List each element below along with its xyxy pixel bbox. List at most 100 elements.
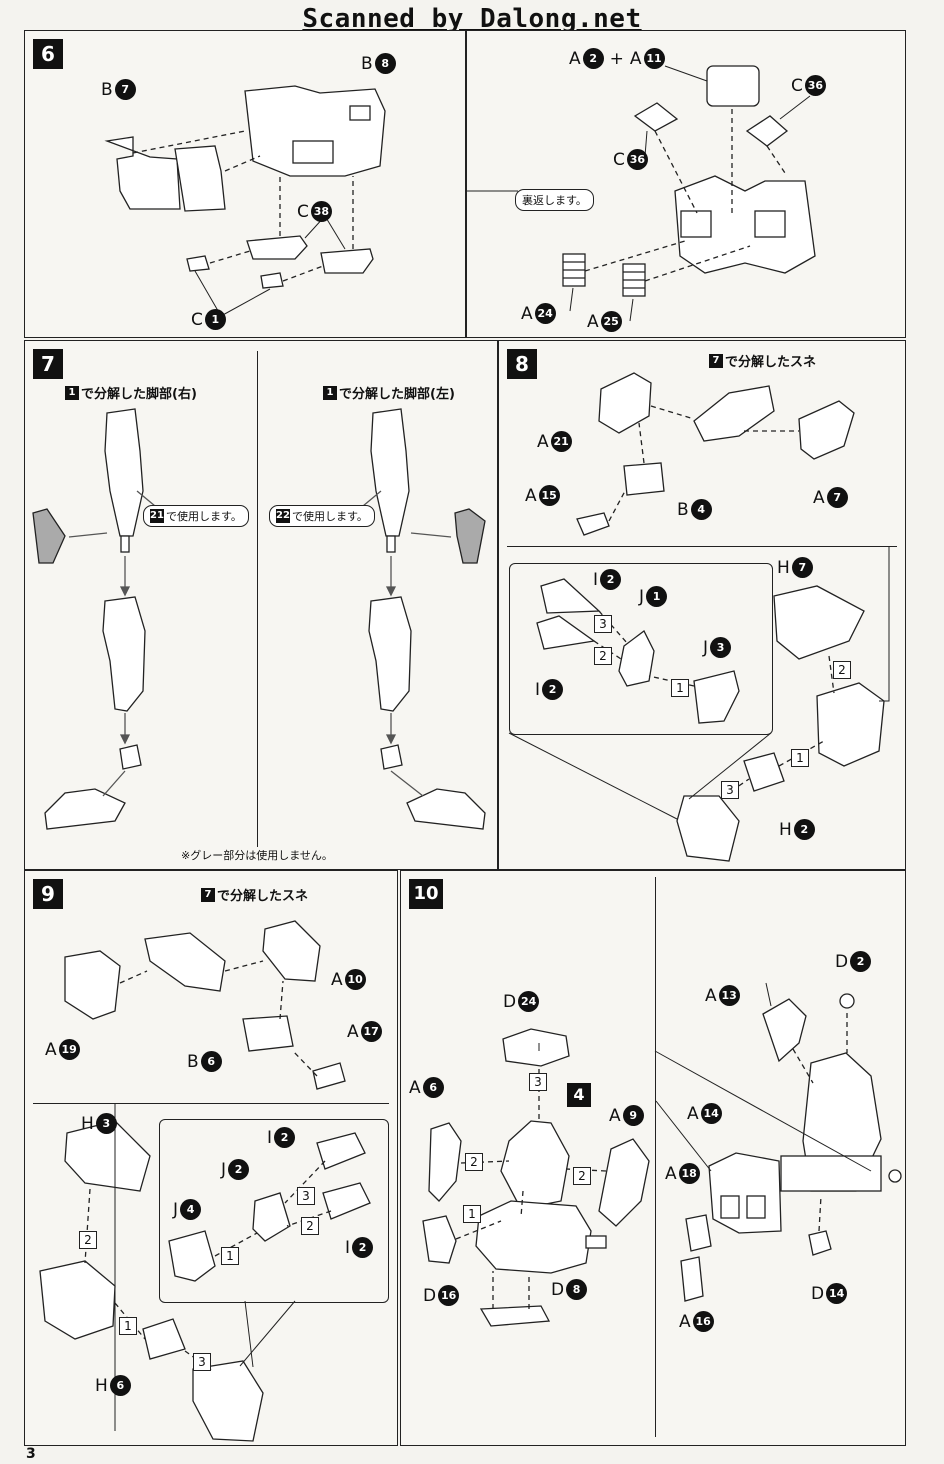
left-leg-gray-part xyxy=(454,508,486,564)
order-1-a: 1 xyxy=(221,1247,239,1265)
part-final-box xyxy=(192,1360,264,1442)
step-7-number: 7 xyxy=(33,349,63,379)
part-h7 xyxy=(773,585,865,660)
part-a18 xyxy=(685,1214,712,1252)
part-c1-right xyxy=(260,272,284,289)
order-1-a: 1 xyxy=(671,679,689,697)
part-a14 xyxy=(708,1152,782,1234)
sub-step-4-marker: 4 xyxy=(567,1083,591,1107)
part-a11 xyxy=(706,65,760,107)
step-9-parts-drawing xyxy=(39,920,371,1442)
part-d16 xyxy=(422,1215,457,1264)
part-final-box xyxy=(676,795,740,862)
step-10-divider xyxy=(655,877,657,1437)
left-foot xyxy=(406,788,486,830)
step-9-panel: 9 xyxy=(24,870,398,1446)
step-8-detail-inset xyxy=(509,563,773,735)
part-a16 xyxy=(680,1256,704,1302)
part-a15 xyxy=(576,512,610,536)
part-a6 xyxy=(428,1122,462,1202)
order-2-left: 2 xyxy=(465,1153,483,1171)
part-d8 xyxy=(479,1305,551,1327)
step-7-divider xyxy=(257,351,259,847)
gray-parts-unused-note: ※グレー部分は使用しません。 xyxy=(181,849,333,862)
step-6-parts-drawing xyxy=(104,65,816,322)
order-3-a: 3 xyxy=(297,1187,315,1205)
flip-over-note: 裏返します。 xyxy=(515,189,594,211)
part-i2-top xyxy=(540,578,601,614)
step-9-divider xyxy=(33,1103,389,1105)
order-1-b: 1 xyxy=(119,1317,137,1335)
part-c38-right xyxy=(320,248,374,274)
step-7-parts-drawing xyxy=(32,408,486,830)
part-j2 xyxy=(252,1192,291,1242)
order-3: 3 xyxy=(529,1073,547,1091)
part-i2-bottom xyxy=(322,1182,371,1220)
part-shin xyxy=(693,385,775,442)
part-c36-left xyxy=(633,102,679,132)
order-3-b: 3 xyxy=(721,781,739,799)
step-6-panel: 6 xyxy=(24,30,906,338)
step-9-number: 9 xyxy=(33,879,63,909)
step-10-number: 10 xyxy=(409,879,443,909)
part-b7-tab xyxy=(174,145,226,212)
step-6-number: 6 xyxy=(33,39,63,69)
part-a7 xyxy=(798,400,855,460)
part-base-assembly xyxy=(674,175,816,274)
part-d24 xyxy=(502,1028,570,1067)
order-3-b: 3 xyxy=(193,1353,211,1371)
order-2-b: 2 xyxy=(833,661,851,679)
step-8-number: 8 xyxy=(507,349,537,379)
part-b7 xyxy=(104,136,181,210)
part-h2 xyxy=(743,752,785,792)
step-10-parts-drawing xyxy=(422,982,902,1327)
part-body-upper xyxy=(500,1120,570,1210)
part-waist xyxy=(475,1200,592,1274)
right-leg-upper xyxy=(104,408,144,537)
order-3-a: 3 xyxy=(594,615,612,633)
step-10-panel: 10 4 xyxy=(400,870,906,1446)
part-b6 xyxy=(242,1015,294,1052)
part-a13 xyxy=(762,998,807,1063)
part-assembly xyxy=(39,1260,116,1340)
right-leg-joint xyxy=(119,744,142,770)
part-j3 xyxy=(693,670,740,724)
part-i2-top xyxy=(316,1132,366,1170)
left-leg-joint xyxy=(380,744,403,770)
order-1: 1 xyxy=(463,1205,481,1223)
part-h6 xyxy=(142,1318,186,1360)
order-2-a: 2 xyxy=(79,1231,97,1249)
part-b4 xyxy=(623,462,665,496)
order-2-b: 2 xyxy=(301,1217,319,1235)
